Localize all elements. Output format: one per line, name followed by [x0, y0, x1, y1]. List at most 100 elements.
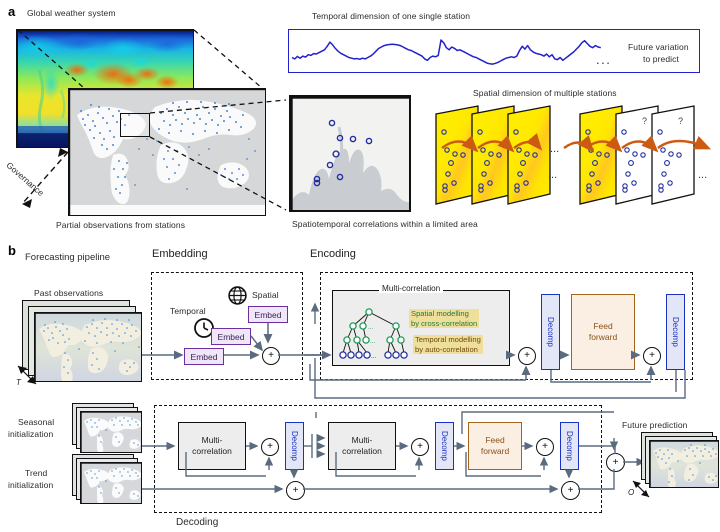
mc1-line1: Multi-	[201, 435, 223, 446]
past-obs-layer-1	[34, 312, 142, 382]
series-ellipsis: ...	[596, 52, 612, 67]
embedding-title: Embedding	[152, 248, 208, 260]
svg-text:...: ...	[368, 324, 374, 331]
embed-value-label: Embed	[190, 351, 218, 362]
temporal-modelling-line1: Temporal modelling	[413, 335, 483, 345]
decomp-label: Decomp	[546, 317, 555, 347]
plus-glyph: +	[267, 441, 273, 452]
plus-glyph: +	[268, 350, 274, 361]
temporal-label: Temporal	[170, 306, 206, 316]
embed-box-spatial[interactable]: Embed	[248, 306, 288, 323]
mc2-line2: correlation	[342, 446, 382, 456]
past-length-arrow	[17, 365, 37, 385]
past-length-label: T	[16, 378, 21, 387]
decoder-sum-node-2: +	[411, 438, 429, 456]
decoding-region	[154, 405, 602, 513]
correlation-tree-icon: ... ... ...	[339, 308, 408, 360]
spatial-panels-group: ... ... ... ? ?	[430, 100, 720, 212]
past-observations-label: Past observations	[34, 288, 104, 298]
decoder-sum-node-3: +	[536, 438, 554, 456]
seasonal-layer-1	[80, 411, 142, 453]
spatial-dimension-title: Spatial dimension of multiple stations	[473, 88, 617, 98]
stations-caption: Partial observations from stations	[56, 220, 186, 230]
global-weather-title: Global weather system	[27, 8, 116, 18]
multi-correlation-caption: Multi-correlation	[379, 284, 444, 293]
globe-icon	[228, 286, 247, 305]
plus-glyph: +	[612, 456, 619, 468]
future-length-label: O	[628, 488, 635, 497]
decomp-label: Decomp	[290, 431, 299, 461]
trend-layer-1	[80, 462, 142, 504]
future-variation-line1: Future variation	[628, 42, 689, 52]
svg-text:?: ?	[678, 116, 683, 126]
decoder-feed-forward[interactable]: Feed forward	[468, 422, 522, 470]
spatial-label: Spatial	[252, 290, 279, 300]
decoder-multi-correlation-1[interactable]: Multi- correlation	[178, 422, 246, 470]
decoding-title: Decoding	[176, 517, 219, 528]
stations-world-map	[68, 88, 266, 216]
decoder-decomp-2[interactable]: Decomp	[435, 422, 454, 470]
encoder-sum-node-2: +	[643, 347, 661, 365]
decomp-label: Decomp	[440, 431, 449, 461]
mc2-line1: Multi-	[351, 435, 373, 446]
embedding-region	[151, 272, 303, 380]
zoom-connector-global	[17, 29, 263, 89]
plus-glyph: +	[292, 484, 299, 496]
encoder-decomp-2[interactable]: Decomp	[666, 294, 685, 370]
spatial-modelling-line2: by cross-correlation	[409, 318, 480, 329]
trend-init-line2: initialization	[8, 480, 54, 490]
spatiotemporal-caption: Spatiotemporal correlations within a lim…	[292, 219, 478, 229]
trend-sum-node-1: +	[286, 481, 305, 500]
temporal-series-line	[291, 39, 601, 65]
svg-text:?: ?	[642, 116, 647, 126]
decomp-label: Decomp	[671, 317, 680, 347]
future-length-arrow	[632, 480, 650, 498]
embed-box-value[interactable]: Embed	[184, 348, 224, 365]
plus-glyph: +	[524, 350, 530, 361]
encoder-feed-forward[interactable]: Feed forward	[571, 294, 635, 370]
dff-line1: Feed	[485, 435, 505, 446]
temporal-modelling-line2: by auto-correlation	[413, 344, 483, 355]
spatial-modelling-line1: Spatial modelling	[409, 309, 480, 319]
trend-sum-node-2: +	[561, 481, 580, 500]
svg-text:...: ...	[548, 169, 557, 181]
governance-arrow	[21, 148, 69, 208]
mc1-line2: correlation	[192, 446, 232, 456]
plus-glyph: +	[417, 441, 423, 452]
plus-glyph: +	[649, 350, 655, 361]
encoding-title: Encoding	[310, 248, 356, 260]
trend-init-line1: Trend	[25, 468, 48, 478]
decoder-sum-node-1: +	[261, 438, 279, 456]
forecasting-pipeline-title: Forecasting pipeline	[25, 252, 111, 263]
embed-spatial-label: Embed	[254, 309, 282, 320]
encoder-multi-correlation-block[interactable]: Multi-correlation ... ... ... Spatial mo	[332, 284, 510, 366]
zoom-connector-area	[149, 99, 287, 211]
embed-temporal-label: Embed	[217, 331, 245, 342]
svg-text:...: ...	[550, 143, 559, 155]
panel-a-letter: a	[8, 4, 16, 19]
plus-glyph: +	[567, 484, 574, 496]
decoder-decomp-3[interactable]: Decomp	[560, 422, 579, 470]
svg-text:...: ...	[371, 353, 377, 360]
feed-forward-line2: forward	[588, 332, 618, 342]
limited-area-box	[289, 95, 411, 212]
decomp-label: Decomp	[565, 431, 574, 461]
temporal-series-box	[288, 29, 700, 73]
decoder-multi-correlation-2[interactable]: Multi- correlation	[328, 422, 396, 470]
temporal-dimension-title: Temporal dimension of one single station	[312, 11, 471, 21]
svg-text:...: ...	[370, 338, 376, 345]
seasonal-init-line2: initialization	[8, 429, 54, 439]
future-layer-1	[649, 440, 719, 488]
plus-glyph: +	[542, 441, 548, 452]
area-zoom-rect	[120, 113, 150, 137]
future-variation-line2: to predict	[643, 54, 679, 64]
seasonal-init-line1: Seasonal	[18, 417, 55, 427]
future-prediction-label: Future prediction	[622, 420, 688, 430]
feed-forward-line1: Feed	[593, 321, 613, 332]
svg-text:...: ...	[698, 169, 707, 181]
encoder-decomp-1[interactable]: Decomp	[541, 294, 560, 370]
encoder-sum-node-1: +	[518, 347, 536, 365]
